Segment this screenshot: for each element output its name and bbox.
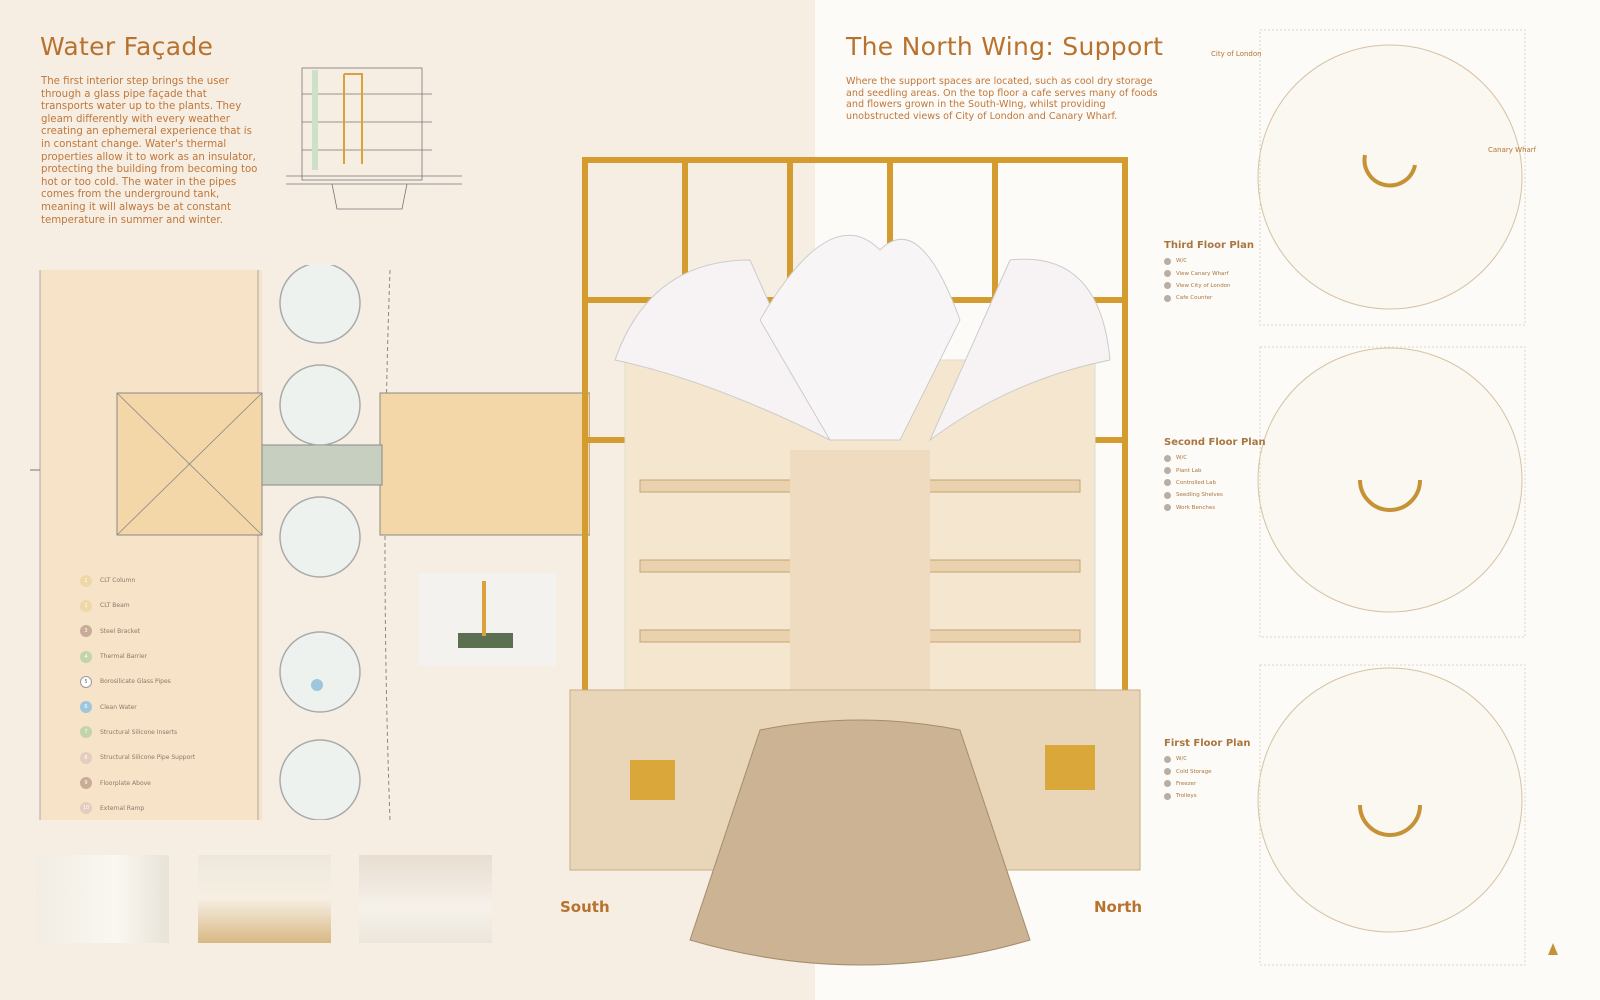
legend-item: W/C	[1164, 255, 1254, 267]
detail-model-photo	[418, 573, 556, 666]
canary-wharf-label: Canary Wharf	[1488, 146, 1537, 154]
legend-item: 1 CLT Column	[80, 568, 195, 593]
legend-label: CLT Beam	[100, 602, 130, 610]
legend-item: 7 Structural Silicone Inserts	[80, 720, 195, 745]
legend-marker: 4	[80, 650, 92, 663]
legend-item: 5 Borosilicate Glass Pipes	[80, 669, 195, 694]
third-floor-legend: Third Floor Plan W/C View Canary Wharf V…	[1164, 240, 1254, 305]
legend-label: Structural Silicone Inserts	[100, 728, 178, 736]
legend-marker: 6	[80, 701, 92, 714]
south-label: South	[560, 898, 610, 916]
first-floor-title: First Floor Plan	[1164, 738, 1251, 749]
water-facade-paragraph: The first interior step brings the user …	[41, 76, 258, 226]
legend-item: Work Benches	[1164, 502, 1266, 514]
legend-item: 8 Structural Silicone Pipe Support	[80, 745, 195, 770]
legend-item: Cafe Counter	[1164, 292, 1254, 304]
north-wing-title: The North Wing: Support	[846, 32, 1164, 61]
legend-marker: 3	[80, 625, 92, 638]
legend-item: View City of London	[1164, 280, 1254, 292]
legend-label: Structural Silicone Pipe Support	[100, 754, 196, 762]
legend-marker: 10	[80, 802, 92, 815]
legend-item: View Canary Wharf	[1164, 267, 1254, 279]
section-sketch	[286, 67, 462, 210]
legend-item: 4 Thermal Barrier	[80, 644, 195, 669]
legend-label: CLT Column	[100, 577, 136, 585]
facade-plan-drawing	[30, 265, 590, 820]
legend-label: Floorplate Above	[100, 779, 151, 787]
legend-item: Plant Lab	[1164, 464, 1266, 476]
legend-label: External Ramp	[100, 804, 145, 812]
legend-item: Cold Storage	[1164, 765, 1250, 777]
legend-marker: 5	[80, 675, 92, 688]
legend-item: Controlled Lab	[1164, 477, 1266, 489]
city-of-london-label: City of London	[1211, 50, 1262, 58]
legend-marker: 1	[80, 574, 92, 587]
legend-item: 2 CLT Beam	[80, 593, 195, 618]
first-floor-legend: First Floor Plan W/C Cold Storage Freeze…	[1164, 738, 1250, 803]
legend-marker: 2	[80, 599, 92, 612]
legend-item: 9 Floorplate Above	[80, 770, 195, 795]
legend-label: Steel Bracket	[100, 627, 140, 635]
north-wing-paragraph: Where the support spaces are located, su…	[846, 76, 1158, 122]
legend-item: 10 External Ramp	[80, 796, 195, 821]
interior-photo-3	[359, 855, 492, 943]
legend-item: Seedling Shelves	[1164, 489, 1266, 501]
legend-label: Clean Water	[100, 703, 137, 711]
second-floor-title: Second Floor Plan	[1164, 437, 1266, 448]
water-facade-title: Water Façade	[40, 32, 214, 61]
legend-label: Thermal Barrier	[100, 653, 148, 661]
legend-item: W/C	[1164, 753, 1250, 765]
interior-photo-1	[36, 855, 169, 943]
legend-item: Freezer	[1164, 778, 1250, 790]
legend-marker: 8	[80, 751, 92, 764]
legend-item: W/C	[1164, 452, 1266, 464]
floor-plans-drawing	[1257, 29, 1558, 966]
legend: 1 CLT Column 2 CLT Beam 3 Steel Bracket 4 Th…	[80, 568, 195, 821]
third-floor-title: Third Floor Plan	[1164, 240, 1254, 251]
second-floor-legend: Second Floor Plan W/C Plant Lab Controll…	[1164, 437, 1266, 514]
legend-label: Borosilicate Glass Pipes	[100, 678, 171, 686]
interior-photo-2	[198, 855, 331, 943]
legend-marker: 7	[80, 726, 92, 739]
legend-item: 6 Clean Water	[80, 694, 195, 719]
north-label: North	[1094, 898, 1143, 916]
legend-item: 3 Steel Bracket	[80, 619, 195, 644]
sectional-model-photo	[569, 157, 1141, 966]
legend-item: Trolleys	[1164, 790, 1250, 802]
legend-marker: 9	[80, 777, 92, 790]
